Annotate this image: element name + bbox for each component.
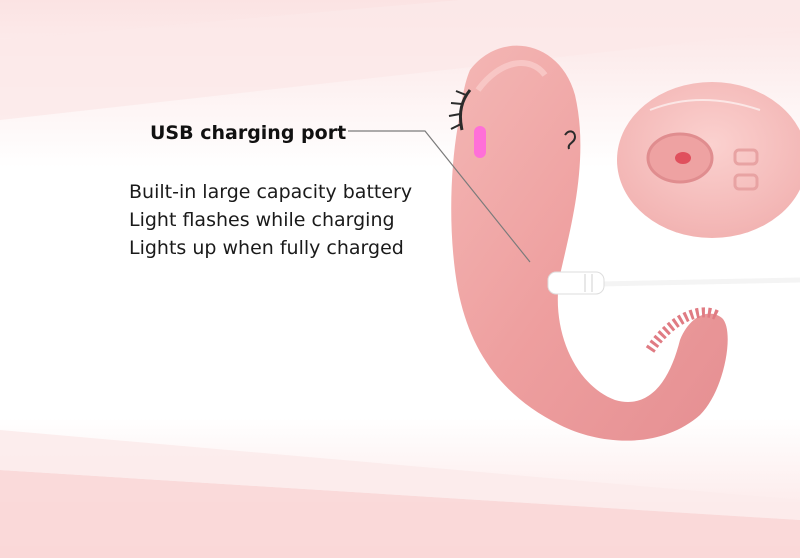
usb-cable (547, 271, 800, 295)
charging-indicator-light (474, 126, 486, 158)
bottom-pink-band-light (0, 430, 800, 520)
button-closeup-inset (617, 82, 800, 238)
feature-list: Built-in large capacity battery Light fl… (129, 178, 412, 262)
usb-charging-port-label: USB charging port (150, 122, 347, 144)
top-pink-band (0, 0, 800, 120)
feature-charging-flash: Light flashes while charging (129, 209, 395, 231)
bottom-pink-band (0, 470, 800, 558)
feature-full-charge-light: Lights up when fully charged (129, 237, 404, 259)
feature-battery: Built-in large capacity battery (129, 181, 413, 203)
